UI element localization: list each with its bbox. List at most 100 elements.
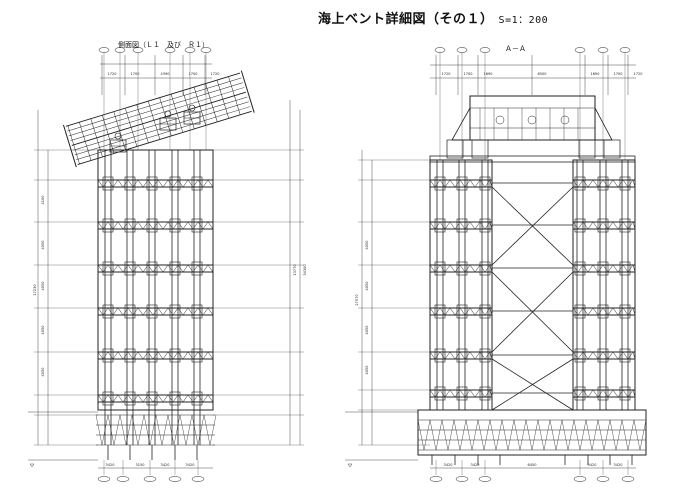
right-right-group-joint-plate xyxy=(574,386,586,401)
left-truss-member xyxy=(102,221,109,230)
right-top-dim-text: 6500 xyxy=(538,72,547,76)
right-right-group-truss-member xyxy=(622,179,629,188)
right-right-group-truss-member xyxy=(597,264,604,273)
left-top-marker xyxy=(132,47,144,53)
right-right-group-truss-member xyxy=(582,389,589,398)
left-truss-member xyxy=(162,307,169,316)
left-top-marker xyxy=(114,47,126,53)
right-right-group-joint-plate xyxy=(619,386,631,401)
right-side-dim-text: 4050 xyxy=(365,282,369,291)
right-base-brace xyxy=(429,419,437,451)
right-left-group-truss-member xyxy=(454,264,461,273)
right-left-group-joint-plate xyxy=(456,218,468,233)
right-left-group-truss-member xyxy=(469,389,476,398)
left-truss-member xyxy=(147,351,154,360)
right-right-group-truss-member xyxy=(577,351,584,360)
right-top-marker xyxy=(434,47,446,53)
right-left-group-truss-member xyxy=(474,307,481,316)
left-seabed-marker xyxy=(29,463,35,468)
right-seabed-marker xyxy=(347,463,353,468)
right-base-brace xyxy=(549,419,557,451)
left-truss-member xyxy=(122,221,129,230)
right-bottom-dim-text: 6450 xyxy=(528,463,537,467)
right-left-group-joint-plate xyxy=(434,386,446,401)
left-truss-member xyxy=(157,221,164,230)
left-bottom-dim-text: 3420 xyxy=(106,463,115,467)
left-joint-plate xyxy=(169,304,181,319)
right-right-group-truss-member xyxy=(602,221,609,230)
right-right-group-truss-member xyxy=(602,264,609,273)
right-right-group-truss-member xyxy=(587,221,594,230)
right-right-group-joint-plate xyxy=(619,304,631,319)
right-left-group-truss-member xyxy=(429,307,436,316)
left-truss-member xyxy=(102,307,109,316)
right-right-group-truss-member xyxy=(617,307,624,316)
right-base-brace xyxy=(495,419,503,451)
right-base-brace xyxy=(441,419,449,451)
girder-line xyxy=(170,94,184,133)
right-base-brace xyxy=(585,419,593,451)
left-truss-member xyxy=(167,394,174,403)
left-base-brace xyxy=(131,414,139,446)
girder-line xyxy=(71,91,246,146)
left-truss-member xyxy=(112,307,119,316)
right-top-dim-text: 1700 xyxy=(614,72,623,76)
left-base-brace xyxy=(167,414,175,446)
right-right-group-truss-member xyxy=(622,351,629,360)
left-base-brace xyxy=(107,414,115,446)
left-truss-member xyxy=(167,221,174,230)
right-right-group-truss-member xyxy=(572,179,579,188)
right-right-group-truss-member xyxy=(577,179,584,188)
right-right-group-truss-member xyxy=(597,221,604,230)
left-truss-member xyxy=(107,264,114,273)
left-side-dim-text: 4050 xyxy=(41,326,45,335)
left-truss-member xyxy=(97,221,104,230)
left-joint-plate xyxy=(191,348,203,363)
left-truss-member xyxy=(172,307,179,316)
right-right-group-truss-member xyxy=(572,221,579,230)
left-joint-plate xyxy=(146,218,158,233)
left-truss-member xyxy=(172,221,179,230)
right-base-brace xyxy=(483,419,491,451)
left-support-bearing xyxy=(188,104,196,112)
left-truss-member xyxy=(202,394,209,403)
right-left-group-joint-plate xyxy=(479,261,491,276)
left-truss-member xyxy=(147,221,154,230)
right-right-group-truss-member xyxy=(572,389,579,398)
right-left-group-truss-member xyxy=(439,389,446,398)
right-side-dim-text: 4050 xyxy=(365,326,369,335)
right-right-group-truss-member xyxy=(587,179,594,188)
left-truss-member xyxy=(147,179,154,188)
left-joint-plate xyxy=(169,218,181,233)
right-right-group-outline xyxy=(572,159,636,411)
left-truss-member xyxy=(102,179,109,188)
right-right-group-truss-member xyxy=(602,179,609,188)
right-right-group-truss-member xyxy=(612,221,619,230)
right-top-dim-text: 1700 xyxy=(464,72,473,76)
left-overall-dim-text: 13770 xyxy=(293,264,297,275)
right-left-group-joint-plate xyxy=(434,176,446,191)
left-base-brace xyxy=(197,414,205,446)
left-top-dim-text: 4390 xyxy=(161,72,170,76)
left-base-brace xyxy=(185,414,193,446)
right-base-brace xyxy=(627,419,635,451)
right-x-brace xyxy=(491,186,574,266)
right-right-group-truss-member xyxy=(612,351,619,360)
right-right-group-truss-member xyxy=(582,221,589,230)
right-left-group-truss-member xyxy=(484,307,491,316)
right-left-group-truss-member xyxy=(444,179,451,188)
left-truss-member xyxy=(122,351,129,360)
girder-line xyxy=(113,111,126,151)
right-left-group-truss-member xyxy=(439,307,446,316)
right-left-group-truss-member xyxy=(429,221,436,230)
left-overall-dim-text: 17230 xyxy=(33,284,37,295)
left-truss-member xyxy=(137,307,144,316)
right-right-group-joint-plate xyxy=(597,176,609,191)
right-right-group-joint-plate xyxy=(574,218,586,233)
right-right-group-truss-member xyxy=(627,264,634,273)
right-girder-hole xyxy=(527,115,537,125)
right-base-brace xyxy=(525,419,533,451)
right-girder-hole xyxy=(560,115,570,125)
girder-line xyxy=(74,101,249,156)
left-truss-member xyxy=(107,307,114,316)
